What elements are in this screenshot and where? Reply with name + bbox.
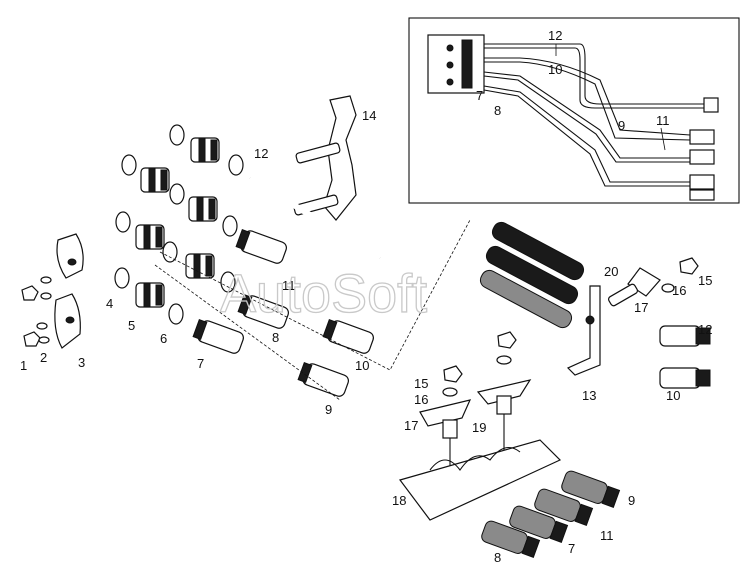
callout-7: 7 — [197, 356, 204, 371]
callout-12-rod: 12 — [254, 146, 268, 161]
callout-9-bottom: 9 — [628, 493, 635, 508]
callout-11-bottom: 11 — [600, 528, 614, 543]
clamp-assembly: 1 2 3 — [20, 233, 85, 373]
callout-12-right: 12 — [698, 322, 712, 337]
rubber-hoses — [479, 221, 585, 329]
callout-11: 11 — [282, 278, 296, 293]
callout-7-inset: 7 — [476, 88, 483, 103]
callout-13: 13 — [582, 388, 596, 403]
callout-2: 2 — [40, 350, 47, 365]
bottom-clamp-assembly: 15 16 17 19 18 — [392, 331, 562, 521]
callout-20: 20 — [604, 264, 618, 279]
callout-10: 10 — [355, 358, 369, 373]
callout-6: 6 — [160, 331, 167, 346]
callout-19: 19 — [472, 420, 486, 435]
callout-9: 9 — [325, 402, 332, 417]
callout-4: 4 — [106, 296, 113, 311]
callout-11-inset: 11 — [656, 113, 670, 128]
callout-1: 1 — [20, 358, 27, 373]
callout-8: 8 — [272, 330, 279, 345]
callout-17-bottom: 17 — [404, 418, 418, 433]
callout-18: 18 — [392, 493, 406, 508]
right-small-parts: 15 16 17 20 12 10 — [604, 257, 712, 403]
callout-15-bottom: 15 — [414, 376, 428, 391]
callout-16-right: 16 — [672, 283, 686, 298]
callout-15-right: 15 — [698, 273, 712, 288]
bracket-13: 13 — [566, 285, 601, 403]
callout-12-inset: 12 — [548, 28, 562, 43]
callout-16-bottom: 16 — [414, 392, 428, 407]
callout-8-bottom: 8 — [494, 550, 501, 565]
callout-5: 5 — [128, 318, 135, 333]
bracket-14-and-rod: 14 12 — [248, 95, 382, 261]
callout-17-right: 17 — [634, 300, 648, 315]
callout-7-bottom: 7 — [568, 541, 575, 556]
callout-10-inset: 10 — [548, 62, 562, 77]
leader-lines — [154, 219, 471, 401]
callout-9-inset: 9 — [618, 118, 625, 133]
pipe-routing-inset: 12 10 7 8 9 11 — [408, 17, 740, 204]
callout-14: 14 — [362, 108, 376, 123]
hex-fittings — [135, 137, 220, 308]
callout-3: 3 — [78, 355, 85, 370]
callout-8-inset: 8 — [494, 103, 501, 118]
watermark: AutoSoft — [220, 264, 427, 324]
left-callouts: 4 5 6 7 8 9 10 11 — [106, 278, 369, 417]
o-rings — [114, 124, 244, 325]
bottom-hose-ends: 8 7 11 9 — [481, 470, 635, 565]
hose-ends — [192, 229, 374, 397]
callout-10-right: 10 — [666, 388, 680, 403]
